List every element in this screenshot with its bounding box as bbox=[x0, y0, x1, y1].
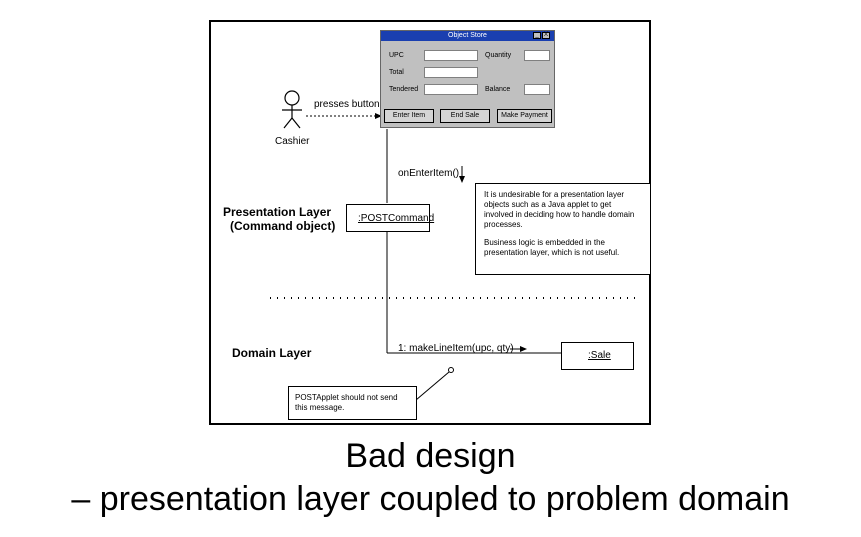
design-note: It is undesirable for a presentation lay… bbox=[475, 183, 651, 275]
presentation-layer-label: Presentation Layer bbox=[223, 205, 332, 219]
note-anchor-circle bbox=[448, 367, 454, 373]
sale-object: :Sale bbox=[561, 342, 634, 370]
make-payment-button[interactable]: Make Payment bbox=[497, 109, 552, 123]
minimize-button[interactable]: _ bbox=[533, 32, 541, 39]
on-enter-item-label: onEnterItem() bbox=[398, 168, 460, 179]
make-line-item-label: 1: makeLineItem(upc, qty) bbox=[398, 343, 514, 354]
total-field[interactable] bbox=[424, 67, 478, 78]
design-note-para1: It is undesirable for a presentation lay… bbox=[484, 190, 635, 229]
post-command-label: :POSTCommand bbox=[358, 213, 435, 224]
tendered-label: Tendered bbox=[389, 86, 419, 93]
applet-note-text: POSTApplet should not send this message. bbox=[295, 393, 398, 412]
actor-icon bbox=[282, 90, 302, 129]
object-store-window: Object Store _ X UPC Quantity Total Tend… bbox=[380, 30, 555, 128]
caption-subtitle: – presentation layer coupled to problem … bbox=[71, 480, 790, 518]
tendered-field[interactable] bbox=[424, 84, 478, 95]
quantity-label: Quantity bbox=[485, 52, 512, 59]
presses-arrowhead bbox=[375, 113, 382, 119]
end-sale-button[interactable]: End Sale bbox=[440, 109, 490, 123]
command-object-label: (Command object) bbox=[230, 219, 336, 233]
down-arrowhead bbox=[459, 176, 465, 183]
note-anchor-line bbox=[415, 371, 450, 401]
enter-item-button[interactable]: Enter Item bbox=[384, 109, 434, 123]
total-label: Total bbox=[389, 69, 404, 76]
applet-note: POSTApplet should not send this message. bbox=[288, 386, 417, 420]
design-note-para2: Business logic is embedded in the presen… bbox=[484, 238, 620, 257]
domain-layer-label: Domain Layer bbox=[232, 346, 312, 360]
balance-label: Balance bbox=[485, 86, 511, 93]
cashier-label: Cashier bbox=[275, 136, 310, 147]
presses-button-label: presses button bbox=[314, 99, 380, 110]
upc-field[interactable] bbox=[424, 50, 478, 61]
upc-label: UPC bbox=[389, 52, 404, 59]
post-command-object: :POSTCommand bbox=[346, 204, 434, 232]
close-button[interactable]: X bbox=[542, 32, 550, 39]
right-arrowhead bbox=[520, 346, 527, 352]
quantity-field[interactable] bbox=[524, 50, 550, 61]
balance-field[interactable] bbox=[524, 84, 550, 95]
caption-title: Bad design bbox=[345, 437, 516, 475]
sale-label: :Sale bbox=[588, 350, 611, 361]
window-titlebar: Object Store bbox=[381, 31, 554, 41]
